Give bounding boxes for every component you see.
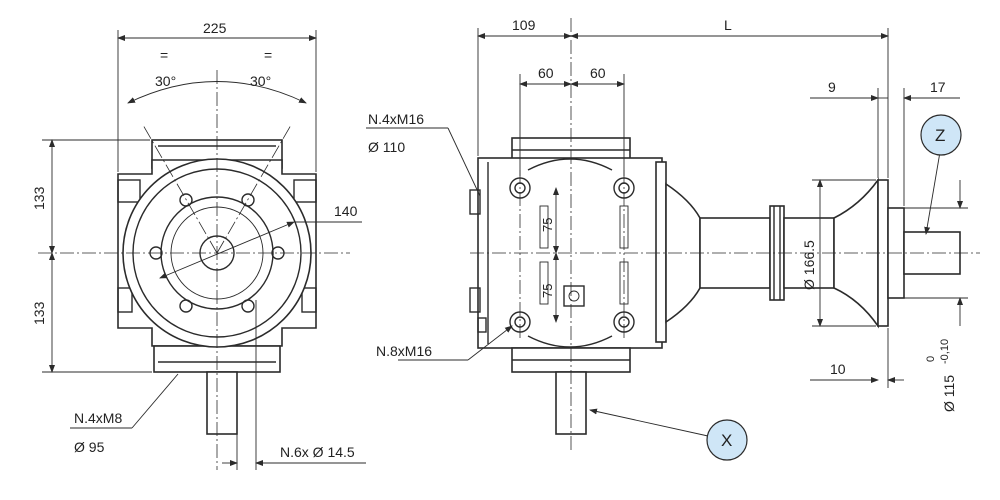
dim-75-lower: 75 — [540, 284, 555, 298]
angle-left: 30° — [155, 73, 176, 89]
dim-75-upper: 75 — [540, 218, 555, 232]
side-view — [366, 18, 980, 450]
callout-z: Z — [920, 114, 962, 156]
spigot-tol-upper: 0 — [925, 356, 937, 362]
bolt-dia-label: Ø 95 — [74, 439, 105, 455]
dim-10: 10 — [830, 361, 846, 377]
flange-dia: Ø 166.5 — [801, 240, 817, 290]
side-holes-label: N.8xM16 — [376, 343, 432, 359]
eq-left: = — [160, 47, 168, 63]
dim-225: 225 — [203, 20, 227, 36]
dim-60-left: 60 — [538, 65, 554, 81]
eq-right: = — [264, 47, 272, 63]
front-view — [38, 30, 366, 470]
height-lower: 133 — [31, 301, 47, 325]
height-upper: 133 — [31, 186, 47, 210]
callout-z-label: Z — [935, 126, 945, 145]
top-dia-label: Ø 110 — [368, 139, 405, 155]
dim-9: 9 — [828, 79, 836, 95]
bolt-holes-label: N.4xM8 — [74, 410, 122, 426]
dim-60-right: 60 — [590, 65, 606, 81]
dim-L: L — [724, 17, 732, 33]
spigot-tol-lower: -0,10 — [939, 339, 951, 364]
top-holes-label: N.4xM16 — [368, 111, 424, 127]
callout-x: X — [706, 419, 748, 461]
callout-x-label: X — [721, 431, 732, 450]
angle-right: 30° — [250, 73, 271, 89]
holes-6x-label: N.6x Ø 14.5 — [280, 444, 355, 460]
dim-17: 17 — [930, 79, 946, 95]
dim-109: 109 — [512, 17, 536, 33]
pcd-140: 140 — [334, 203, 358, 219]
spigot-dia: Ø 115 — [941, 375, 957, 412]
